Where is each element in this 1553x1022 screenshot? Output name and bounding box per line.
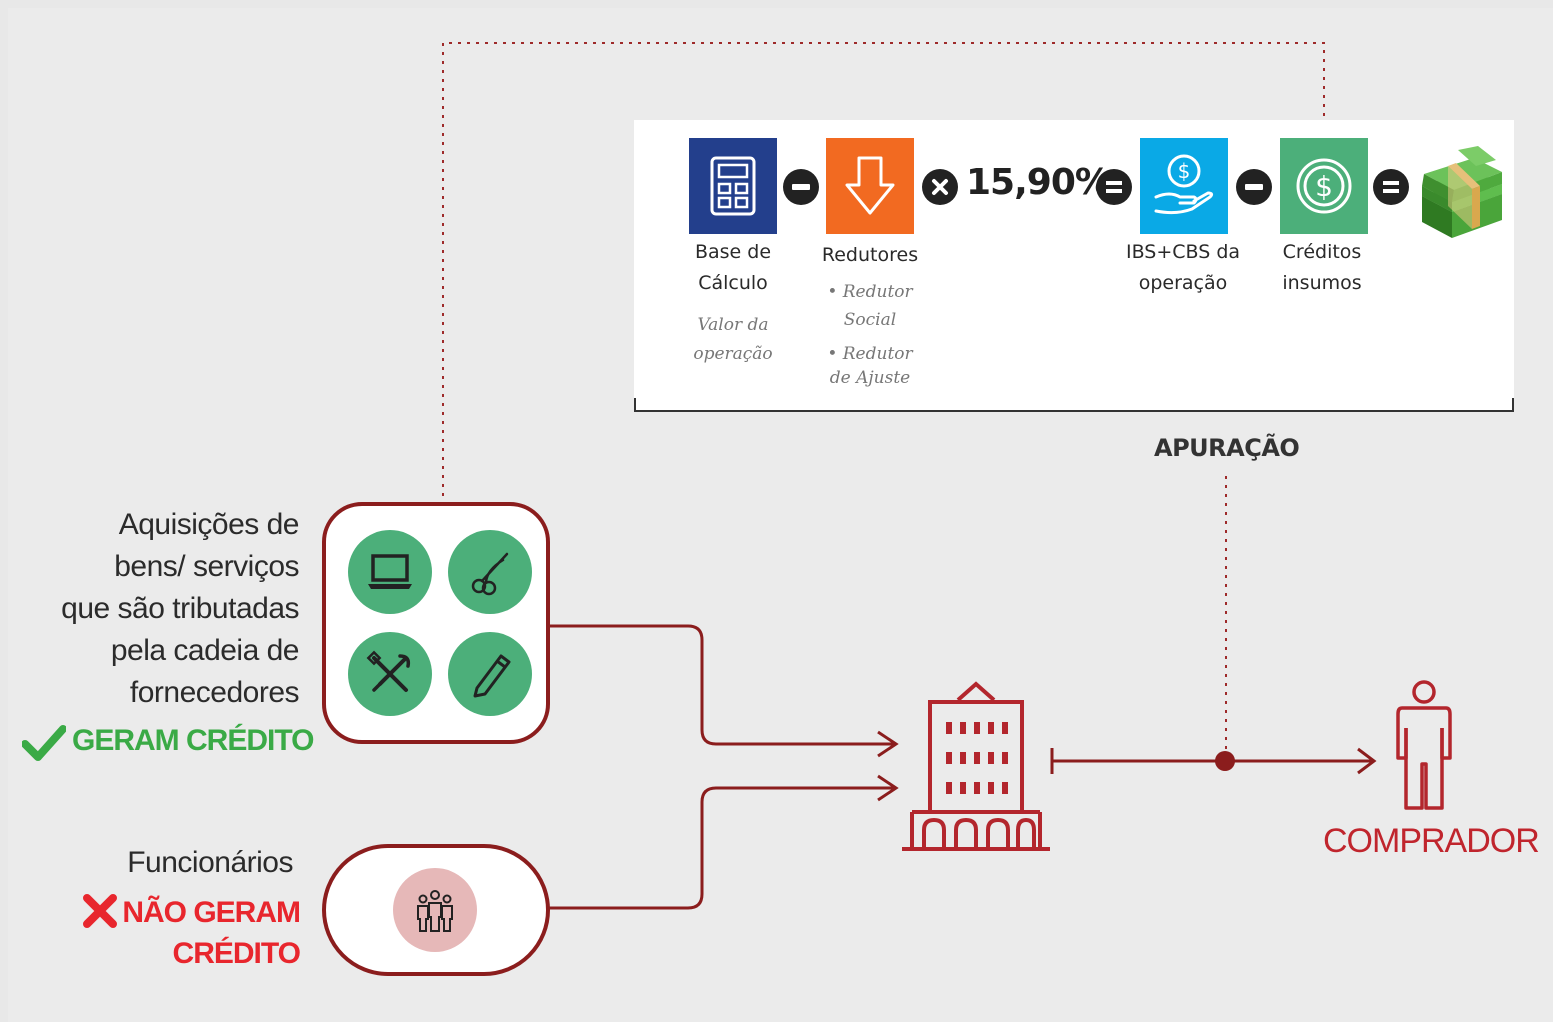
redutores-note-line1: • Redutor: [827, 282, 913, 302]
svg-text:$: $: [1315, 170, 1333, 203]
nao-geram-line2: CRÉDITO: [172, 937, 301, 970]
company-building-icon: [902, 681, 1050, 851]
feedback-dotted-line: [442, 42, 1325, 496]
geram-credito-status: GERAM CRÉDITO: [72, 724, 314, 757]
minus-operator: [783, 169, 819, 205]
employees-flow-line: [548, 786, 894, 910]
creditos-insumos-label-line1: Créditos: [1282, 241, 1362, 263]
ibs-cbs-label-line1: IBS+CBS da: [1125, 241, 1241, 263]
apuracao-junction-dot: [1215, 751, 1235, 771]
people-icon: [417, 890, 453, 932]
svg-text:$: $: [1178, 159, 1191, 183]
down-arrow-icon: [845, 156, 895, 215]
people-circle: [393, 868, 477, 952]
laptop-circle: [348, 530, 432, 614]
acquisitions-line-3: que são tributadas: [61, 592, 299, 625]
tile-redutores: [826, 138, 914, 234]
money-stack-icon: [1422, 146, 1502, 238]
dollar-coin-icon: $: [1296, 158, 1352, 214]
redutores-note: • Redutor Social • Redutor de Ajuste: [806, 278, 934, 392]
calculator-icon: [710, 156, 756, 216]
acquisitions-line-5: fornecedores: [129, 676, 300, 709]
nao-geram-credito-status: NÃO GERAM CRÉDITO: [120, 892, 301, 974]
times-icon: [932, 179, 948, 195]
tile-ibs-cbs: $: [1140, 138, 1228, 234]
coin-hand-icon: $: [1154, 154, 1214, 215]
pencil-icon: [473, 654, 511, 698]
equals-operator-2: [1373, 169, 1409, 205]
redutores-note-line2: Social: [843, 310, 897, 330]
scissors-circle: [448, 530, 532, 614]
equals-operator-1: [1096, 169, 1132, 205]
employees-label: Funcionários: [127, 846, 293, 879]
apuracao-bracket: [634, 398, 1514, 412]
nao-geram-line1: NÃO GERAM: [122, 896, 301, 929]
base-calculo-label-line2: Cálculo: [698, 272, 768, 294]
base-calculo-label-line1: Base de: [694, 241, 772, 263]
tools-icon: [366, 650, 411, 692]
creditos-insumos-label: Créditos insumos: [1260, 237, 1384, 299]
acquisitions-line-1: Aquisições de: [118, 508, 300, 541]
ibs-cbs-label: IBS+CBS da operação: [1118, 237, 1248, 299]
pencil-circle: [448, 632, 532, 716]
laptop-icon: [368, 554, 412, 589]
acquisitions-description: Aquisições de bens/ serviços que são tri…: [61, 504, 299, 714]
creditos-insumos-label-line2: insumos: [1282, 272, 1362, 294]
tile-creditos-insumos: $: [1280, 138, 1368, 234]
cross-icon: [83, 894, 117, 928]
multiply-operator: [922, 169, 958, 205]
buyer-person-icon: [1396, 680, 1452, 810]
redutores-label-line1: Redutores: [821, 244, 919, 266]
tools-circle: [348, 632, 432, 716]
acquisitions-arrowhead: [877, 730, 899, 758]
redutores-note-line3: • Redutor: [827, 344, 913, 364]
acquisitions-flow-line: [548, 624, 894, 746]
redutores-note-line4: de Ajuste: [829, 368, 911, 388]
base-calculo-note-line1: Valor da: [697, 315, 769, 335]
acquisitions-line-4: pela cadeia de: [110, 634, 300, 667]
ibs-cbs-label-line2: operação: [1138, 272, 1228, 294]
tile-base-calculo: [689, 138, 777, 234]
tax-rate: 15,90%: [966, 162, 1111, 203]
buyer-arrowhead: [1357, 747, 1377, 775]
minus-operator-2: [1236, 169, 1272, 205]
buyer-label: COMPRADOR: [1323, 822, 1540, 860]
base-calculo-note-line2: operação: [693, 344, 773, 364]
base-calculo-note: Valor da operação: [672, 311, 794, 369]
acquisitions-line-2: bens/ serviços: [114, 550, 299, 583]
apuracao-label: APURAÇÃO: [1154, 434, 1300, 462]
employees-arrowhead: [877, 774, 899, 802]
scissors-icon: [471, 552, 509, 596]
base-calculo-label: Base de Cálculo: [672, 237, 794, 299]
check-icon: [22, 725, 66, 761]
redutores-label: Redutores: [806, 240, 934, 271]
